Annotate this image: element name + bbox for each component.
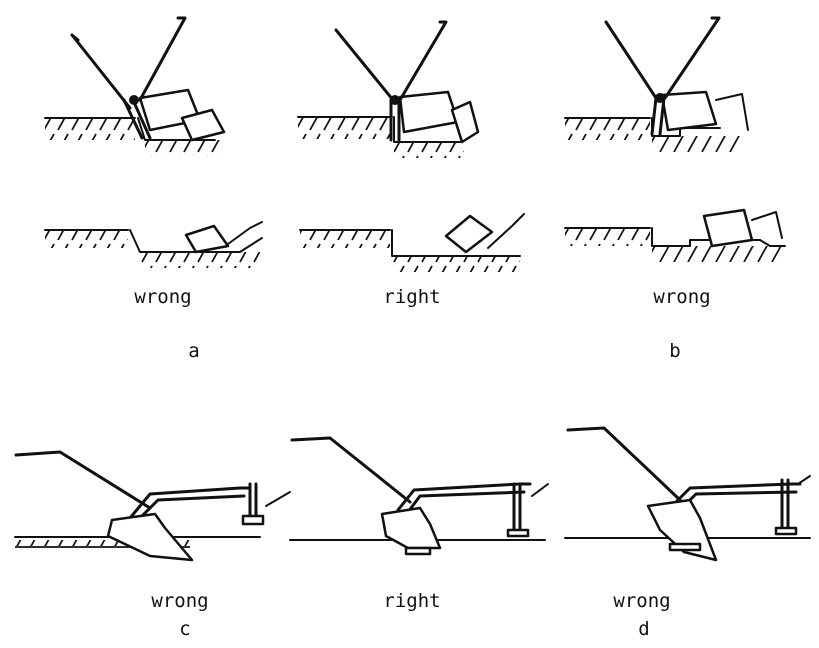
caption-bottom-left: wrong — [151, 590, 209, 612]
caption-bottom-right: wrong — [613, 590, 671, 612]
panel-top-right-front-view — [564, 16, 749, 152]
group-letter-b: b — [669, 340, 681, 362]
group-letter-a: a — [188, 340, 200, 362]
caption-bottom-middle: right — [383, 590, 441, 612]
caption-top-right: wrong — [653, 286, 711, 308]
section-left-wrong — [44, 221, 263, 268]
panel-top-left-front-view — [44, 16, 226, 156]
group-letter-d: d — [638, 618, 650, 640]
panel-top-middle-front-view — [297, 20, 480, 158]
panel-bottom-right-side-view — [564, 426, 811, 562]
section-right-wrong — [564, 208, 786, 262]
caption-top-left: wrong — [134, 286, 192, 308]
panel-bottom-middle-side-view — [289, 436, 549, 556]
section-middle-right — [299, 213, 525, 272]
caption-top-middle: right — [383, 286, 441, 308]
panel-bottom-left-side-view — [14, 450, 291, 562]
group-letter-c: c — [179, 618, 191, 640]
